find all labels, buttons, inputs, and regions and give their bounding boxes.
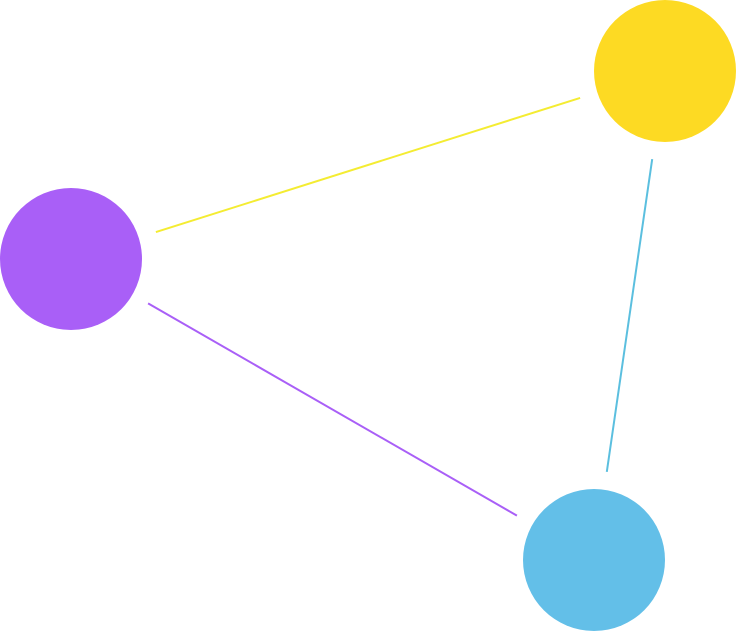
node-blue[interactable] bbox=[523, 489, 665, 631]
edge-blue-purple bbox=[147, 302, 518, 517]
edges-layer bbox=[147, 96, 654, 517]
node-purple[interactable] bbox=[0, 188, 142, 330]
node-yellow[interactable] bbox=[594, 0, 736, 142]
edge-purple-yellow bbox=[155, 96, 581, 234]
edge-yellow-blue bbox=[605, 158, 654, 473]
